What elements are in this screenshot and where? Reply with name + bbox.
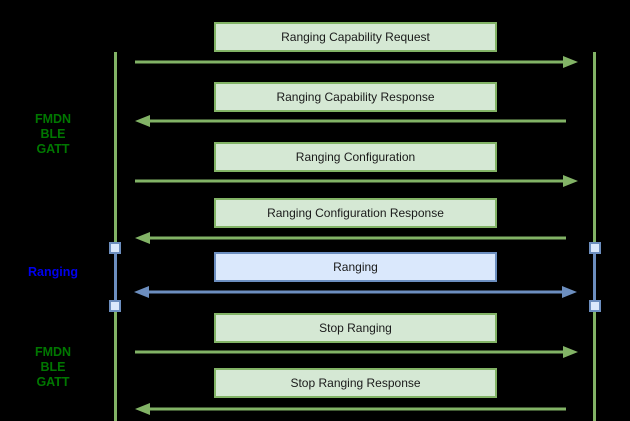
activation-marker-left-bottom xyxy=(109,300,121,312)
arrow-ranging-configuration-response xyxy=(135,232,566,244)
arrow-stop-ranging-response xyxy=(135,403,566,415)
message-box-ranging-configuration: Ranging Configuration xyxy=(214,142,497,172)
arrow-ranging-capability-request xyxy=(135,56,578,68)
lifeline-right xyxy=(593,52,596,421)
message-box-ranging-capability-request: Ranging Capability Request xyxy=(214,22,497,52)
activation-marker-right-bottom xyxy=(589,300,601,312)
side-label-fmdn-ble-gatt-bottom: FMDN BLE GATT xyxy=(34,345,72,389)
arrow-ranging-bidirectional xyxy=(134,286,577,298)
message-box-ranging: Ranging xyxy=(214,252,497,282)
message-box-ranging-configuration-response: Ranging Configuration Response xyxy=(214,198,497,228)
arrow-ranging-configuration xyxy=(135,175,578,187)
side-label-fmdn-ble-gatt-top: FMDN BLE GATT xyxy=(34,112,72,156)
lifeline-left xyxy=(114,52,117,421)
side-label-ranging: Ranging xyxy=(28,265,78,279)
arrow-stop-ranging xyxy=(135,346,578,358)
message-box-stop-ranging-response: Stop Ranging Response xyxy=(214,368,497,398)
lifeline-right-ranging-segment xyxy=(593,247,596,306)
lifeline-left-ranging-segment xyxy=(114,247,117,306)
activation-marker-right-top xyxy=(589,242,601,254)
message-box-stop-ranging: Stop Ranging xyxy=(214,313,497,343)
message-box-ranging-capability-response: Ranging Capability Response xyxy=(214,82,497,112)
arrow-ranging-capability-response xyxy=(135,115,566,127)
activation-marker-left-top xyxy=(109,242,121,254)
